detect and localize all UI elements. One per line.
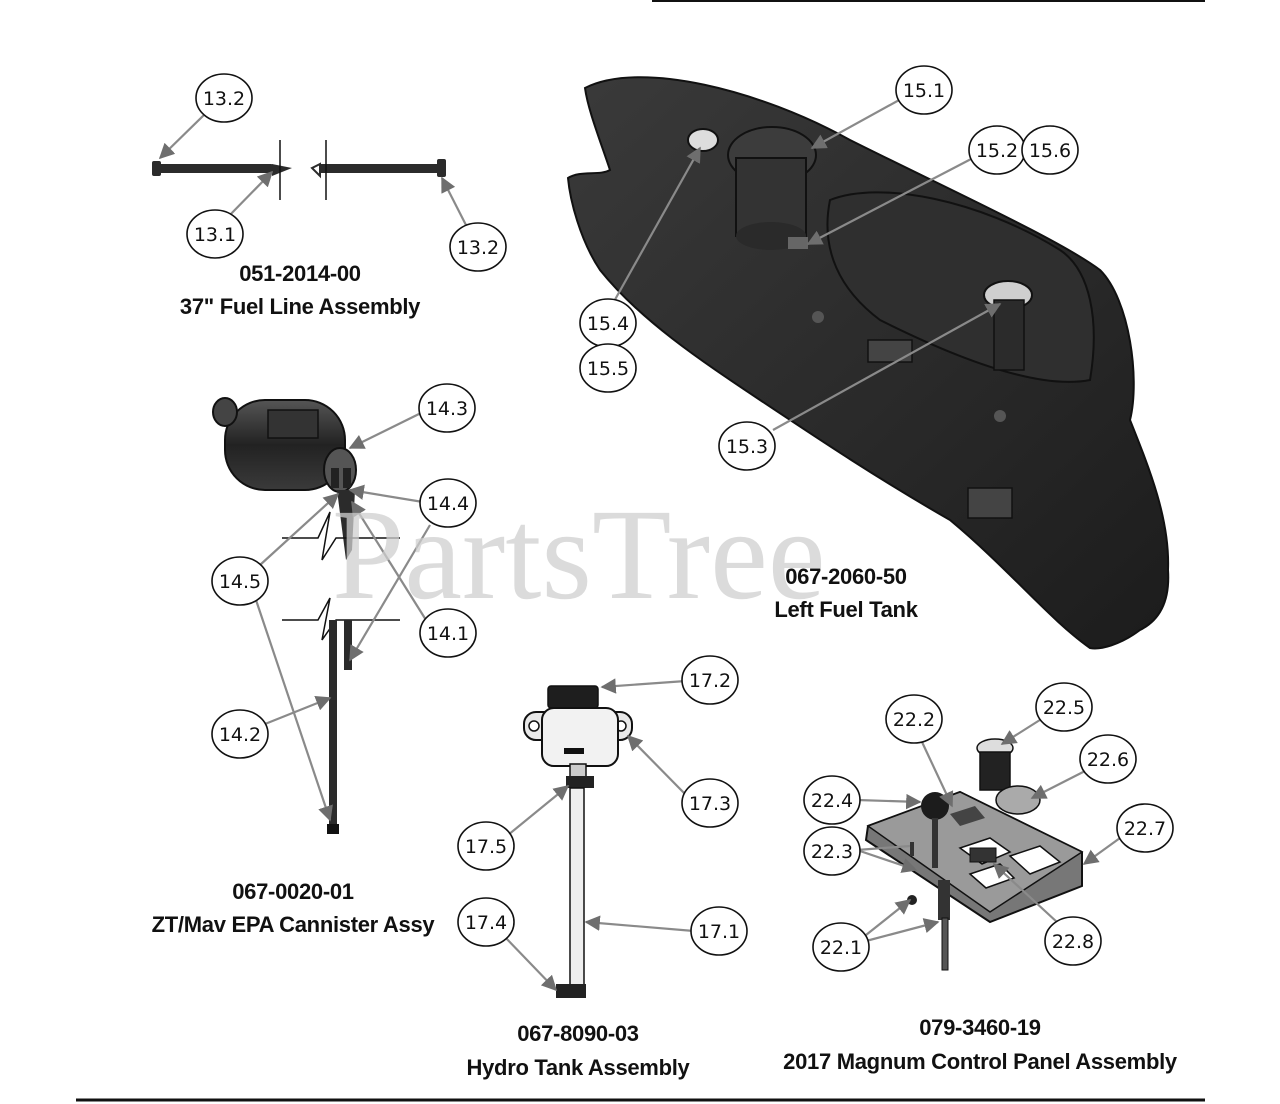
callout-bubbles: 13.2 13.1 13.2 15.1 15.2 15.6 15.4 15.5 … [186, 65, 1174, 972]
assembly-name: Hydro Tank Assembly [467, 1055, 691, 1080]
callout: 17.5 [457, 821, 515, 871]
callout: 22.7 [1116, 803, 1174, 853]
assembly-part-number: 067-0020-01 [232, 879, 354, 904]
svg-text:17.5: 17.5 [465, 836, 507, 858]
leader-lines [158, 98, 1121, 992]
svg-text:13.2: 13.2 [457, 237, 499, 259]
callout: 22.2 [885, 694, 943, 744]
callout: 13.1 [186, 209, 244, 259]
callout: 13.2 [195, 73, 253, 123]
assembly-name: 2017 Magnum Control Panel Assembly [783, 1049, 1178, 1074]
callout: 14.3 [418, 383, 476, 433]
callout: 15.4 [579, 298, 637, 348]
svg-text:14.1: 14.1 [427, 623, 469, 645]
callout: 17.4 [457, 897, 515, 947]
svg-text:15.2: 15.2 [976, 140, 1018, 162]
callout: 17.1 [690, 906, 748, 956]
assembly-part-number: 079-3460-19 [919, 1015, 1041, 1040]
svg-text:22.4: 22.4 [811, 790, 853, 812]
svg-text:17.3: 17.3 [689, 793, 731, 815]
svg-text:15.1: 15.1 [903, 80, 945, 102]
fuel-tank-drawing [566, 76, 1170, 650]
svg-text:13.2: 13.2 [203, 88, 245, 110]
svg-text:17.2: 17.2 [689, 670, 731, 692]
callout: 14.4 [419, 478, 477, 528]
fuel-line-drawing [152, 140, 446, 200]
callout: 22.5 [1035, 682, 1093, 732]
svg-text:22.6: 22.6 [1087, 749, 1129, 771]
svg-text:13.1: 13.1 [194, 224, 236, 246]
callout: 15.5 [579, 343, 637, 393]
callout: 14.1 [419, 608, 477, 658]
callout: 13.2 [449, 222, 507, 272]
watermark: PartsTree [332, 483, 826, 627]
callout: 14.5 [211, 556, 269, 606]
callout: 15.1 [895, 65, 953, 115]
svg-text:14.2: 14.2 [219, 724, 261, 746]
assembly-name: Left Fuel Tank [774, 597, 918, 622]
svg-text:14.5: 14.5 [219, 571, 261, 593]
callout: 22.4 [803, 775, 861, 825]
hydro-tank-drawing [523, 685, 633, 998]
svg-text:22.2: 22.2 [893, 709, 935, 731]
assembly-name: 37" Fuel Line Assembly [180, 294, 421, 319]
svg-text:14.3: 14.3 [426, 398, 468, 420]
assembly-part-number: 067-2060-50 [785, 564, 907, 589]
callout: 22.6 [1079, 734, 1137, 784]
callout: 17.3 [681, 778, 739, 828]
callout: 15.2 [968, 125, 1026, 175]
assembly-part-number: 051-2014-00 [239, 261, 361, 286]
assembly-part-number: 067-8090-03 [517, 1021, 639, 1046]
control-panel-drawing [864, 738, 1084, 971]
callout: 22.8 [1044, 916, 1102, 966]
svg-text:22.3: 22.3 [811, 841, 853, 863]
svg-text:17.1: 17.1 [698, 921, 740, 943]
svg-text:15.3: 15.3 [726, 436, 768, 458]
callout: 15.6 [1021, 125, 1079, 175]
svg-text:15.6: 15.6 [1029, 140, 1071, 162]
svg-text:15.4: 15.4 [587, 313, 629, 335]
svg-text:14.4: 14.4 [427, 493, 469, 515]
callout: 22.3 [803, 826, 861, 876]
svg-text:22.1: 22.1 [820, 937, 862, 959]
callout: 17.2 [681, 655, 739, 705]
epa-cannister-drawing [212, 397, 400, 834]
svg-text:22.5: 22.5 [1043, 697, 1085, 719]
assembly-name: ZT/Mav EPA Cannister Assy [152, 912, 436, 937]
svg-text:15.5: 15.5 [587, 358, 629, 380]
svg-text:17.4: 17.4 [465, 912, 507, 934]
callout: 14.2 [211, 709, 269, 759]
callout: 15.3 [718, 421, 776, 471]
svg-text:22.8: 22.8 [1052, 931, 1094, 953]
assembly-labels: 051-2014-00 37" Fuel Line Assembly 067-2… [152, 261, 1179, 1080]
callout: 22.1 [812, 922, 870, 972]
svg-text:22.7: 22.7 [1124, 818, 1166, 840]
